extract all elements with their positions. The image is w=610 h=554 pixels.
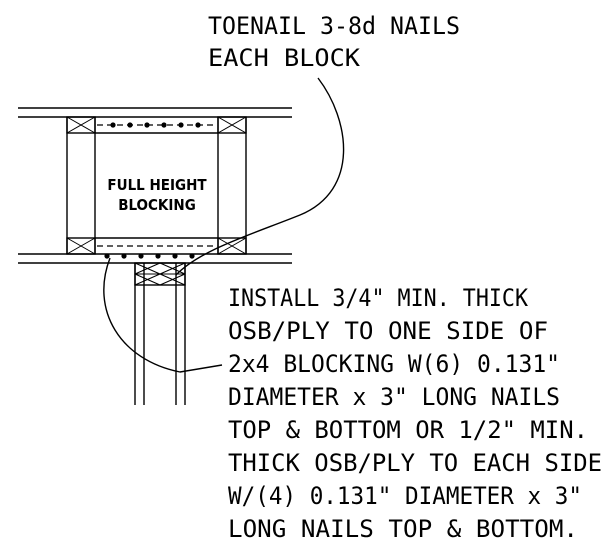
install-note-line-1: INSTALL 3/4" MIN. THICK [228, 284, 528, 312]
stud-below [134, 262, 186, 405]
corner-block-top-right [217, 116, 247, 134]
corner-block-top-left [66, 116, 96, 134]
bottom-nail-row [97, 245, 216, 259]
install-note-line-7: W/(4) 0.131" DIAMETER x 3" [228, 482, 582, 510]
blocking-label-line-1: FULL HEIGHT [107, 176, 207, 194]
install-leader [103, 257, 223, 373]
top-plate [18, 107, 292, 118]
toenail-note-line-1: TOENAIL 3-8d NAILS [208, 12, 460, 40]
install-note-line-6: THICK OSB/PLY TO EACH SIDE [228, 449, 602, 477]
install-note-line-2: OSB/PLY TO ONE SIDE OF [228, 317, 548, 345]
install-note-line-5: TOP & BOTTOM OR 1/2" MIN. [228, 416, 588, 444]
corner-block-bottom-left [66, 237, 96, 255]
install-note-line-8: LONG NAILS TOP & BOTTOM. [228, 515, 578, 543]
corner-block-bottom-right [217, 237, 247, 255]
install-note-line-3: 2x4 BLOCKING W(6) 0.131" [228, 350, 560, 378]
toenail-note-line-2: EACH BLOCK [208, 44, 361, 72]
blocking-label-line-2: BLOCKING [118, 196, 196, 214]
bottom-plate [18, 253, 292, 264]
toenail-leader [175, 77, 345, 276]
install-note: INSTALL 3/4" MIN. THICK OSB/PLY TO ONE S… [228, 284, 602, 543]
top-nail-row [97, 122, 216, 128]
full-height-block [66, 117, 247, 254]
install-note-line-4: DIAMETER x 3" LONG NAILS [228, 383, 560, 411]
